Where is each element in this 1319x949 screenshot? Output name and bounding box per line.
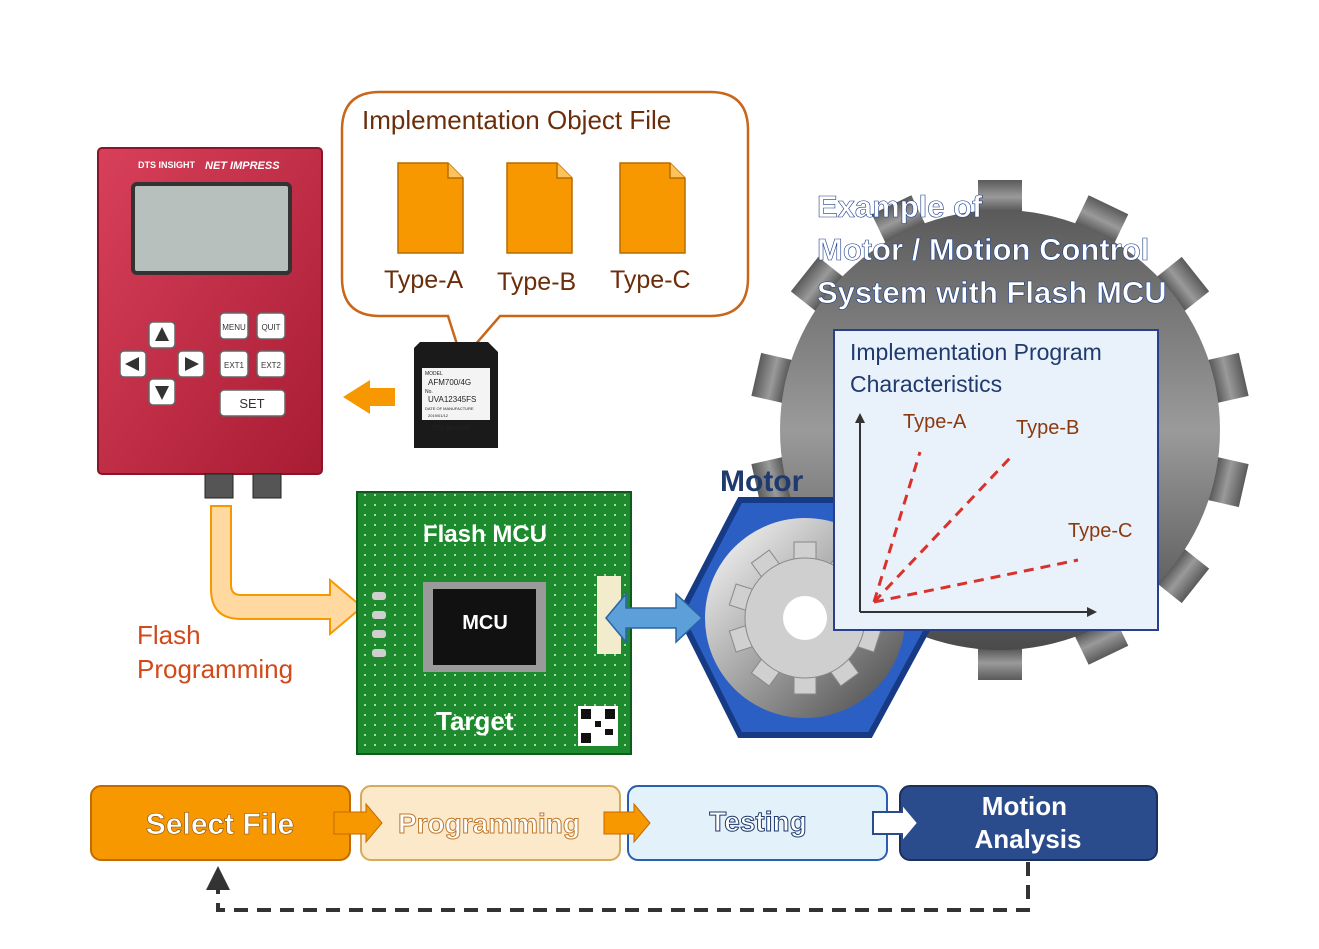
arrow-up-icon (155, 327, 169, 341)
characteristics-title: Implementation Program Characteristics (850, 339, 1108, 397)
svg-text:DATE OF MANUFACTURE: DATE OF MANUFACTURE (425, 406, 474, 411)
step-arrow (603, 802, 651, 844)
gear-tooth (1155, 256, 1210, 313)
device-screen (131, 182, 292, 275)
file-label-type-a: Type-A (384, 266, 464, 294)
svg-text:AFM700/4G: AFM700/4G (428, 378, 471, 387)
gear-tooth (871, 195, 927, 245)
key-set: SET (239, 396, 264, 411)
workflow: Select File Programming Testing Motion A… (90, 785, 1158, 912)
key-ext2: EXT2 (261, 361, 282, 370)
file-label-type-b: Type-B (497, 268, 576, 296)
series-label-type-c: Type-C (1068, 520, 1132, 542)
programmer-device: DTS INSIGHT NET IMPRESS MENU QUIT EXT1 E… (97, 147, 323, 499)
series-line-type-c (873, 558, 1079, 604)
svg-text:2019/01/12: 2019/01/12 (428, 413, 449, 418)
flash-programming-label: Flash Programming (137, 620, 293, 684)
file-label-type-c: Type-C (610, 266, 691, 294)
mcu-chip: MCU (423, 582, 546, 672)
gear-tooth (1155, 547, 1210, 604)
sd-card: MODEL AFM700/4G No. UVA12345FS DATE OF M… (414, 342, 498, 448)
step-arrow (333, 802, 383, 844)
flash-programming-arrow (210, 505, 364, 637)
board-title: Flash MCU (423, 521, 547, 548)
step-arrow (872, 801, 920, 845)
svg-text:DTS INSIGHT: DTS INSIGHT (432, 426, 470, 432)
gear-tooth (1073, 195, 1129, 245)
qr-code-icon (578, 706, 618, 746)
series-label-type-a: Type-A (903, 411, 967, 433)
key-menu: MENU (222, 323, 246, 332)
object-file-bubble: Implementation Object File Type-A Type-B… (340, 90, 750, 363)
step-label-testing: Testing (709, 806, 806, 837)
svg-text:MCU: MCU (462, 612, 508, 634)
target-board: Flash MCU MCU Target (356, 491, 632, 755)
board-label: Target (436, 706, 514, 736)
svg-text:UVA12345FS: UVA12345FS (428, 395, 476, 404)
characteristics-panel: Implementation Program Characteristics T… (833, 329, 1159, 631)
file-icon-type-c (619, 162, 686, 254)
file-icon-type-a (397, 162, 464, 254)
feedback-dashed-arrow (206, 862, 1030, 912)
svg-text:No.: No. (425, 389, 433, 395)
object-file-title: Implementation Object File (362, 105, 671, 135)
connector (252, 473, 282, 499)
gear-title: Example of Motor / Motion Control System… (817, 189, 1167, 310)
step-label-select-file: Select File (146, 808, 294, 841)
arrow-right-icon (185, 357, 199, 371)
connector (204, 473, 234, 499)
key-ext1: EXT1 (224, 361, 245, 370)
device-product: NET IMPRESS (205, 160, 280, 172)
series-label-type-b: Type-B (1016, 417, 1079, 439)
step-label-motion-analysis: Motion Analysis (975, 791, 1082, 854)
step-label-programming: Programming (398, 808, 580, 839)
svg-text:MODEL: MODEL (425, 371, 443, 377)
arrow-down-icon (155, 386, 169, 400)
file-icon-type-b (506, 162, 573, 254)
gear-tooth (790, 256, 845, 313)
motor-label: Motor (720, 465, 804, 498)
key-quit: QUIT (261, 323, 280, 332)
gear-tooth (978, 646, 1022, 680)
device-brand: DTS INSIGHT (138, 160, 196, 170)
series-line-type-a (872, 451, 922, 603)
card-to-device-arrow (343, 380, 395, 414)
gear-tooth (978, 180, 1022, 214)
board-motor-double-arrow (605, 591, 704, 645)
arrow-left-icon (125, 357, 139, 371)
